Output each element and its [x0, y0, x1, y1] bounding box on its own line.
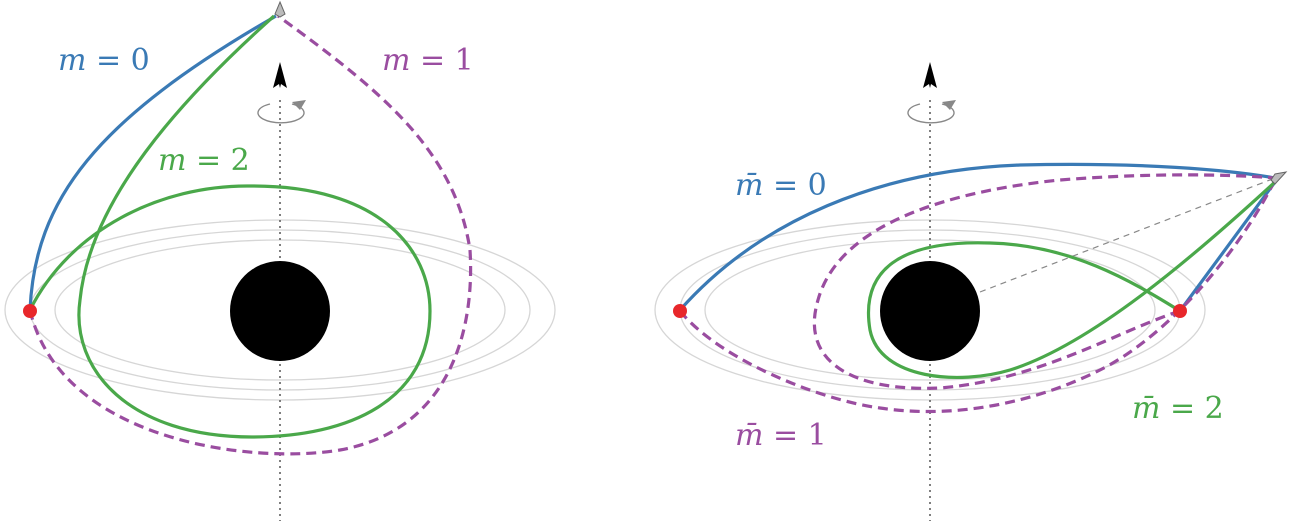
- left-geodesic-m2: [28, 14, 432, 439]
- label-eq: = 1: [410, 43, 473, 78]
- label-sym: m̄: [735, 168, 763, 203]
- label-right-m0: m̄ = 0: [735, 168, 827, 203]
- rotation-arrow-icon: [257, 100, 306, 124]
- rotation-arrow-icon: [907, 100, 956, 124]
- right-geodesic-m0: [678, 162, 1276, 312]
- label-eq: = 2: [186, 143, 249, 178]
- spin-arrow-icon: [273, 62, 287, 88]
- label-left-m1: m = 1: [382, 43, 474, 78]
- label-eq: = 0: [86, 43, 149, 78]
- left-geodesic-m0: [28, 14, 277, 311]
- black-hole-icon: [880, 261, 980, 361]
- label-right-m2: m̄ = 2: [1132, 391, 1224, 426]
- right-geodesic-m1: [678, 179, 1277, 414]
- right-geodesic-m2: [867, 180, 1277, 379]
- right-geodesic-m1-near: [812, 173, 1276, 390]
- label-sym: m̄: [1132, 391, 1160, 426]
- observer-icon: [1270, 171, 1288, 185]
- observer-icon: [274, 0, 286, 18]
- black-hole-icon: [230, 261, 330, 361]
- label-eq: = 1: [763, 418, 826, 453]
- line-of-sight: [979, 177, 1276, 293]
- emission-point-icon: [673, 304, 687, 318]
- right-panel: m̄ = 0 m̄ = 1 m̄ = 2: [654, 62, 1288, 521]
- label-sym: m: [382, 43, 410, 78]
- label-eq: = 2: [1160, 391, 1223, 426]
- label-right-m1: m̄ = 1: [735, 418, 827, 453]
- emission-point-icon: [1173, 304, 1187, 318]
- label-eq: = 0: [763, 168, 826, 203]
- label-sym: m: [158, 143, 186, 178]
- left-panel: m = 0 m = 1 m = 2: [4, 0, 556, 521]
- emission-point-icon: [23, 304, 37, 318]
- right-geodesic-m0-near: [1178, 181, 1277, 312]
- label-sym: m: [58, 43, 86, 78]
- label-left-m2: m = 2: [158, 143, 250, 178]
- left-geodesic-m1: [28, 14, 473, 456]
- label-left-m0: m = 0: [58, 43, 150, 78]
- label-sym: m̄: [735, 418, 763, 453]
- spin-arrow-icon: [923, 62, 937, 88]
